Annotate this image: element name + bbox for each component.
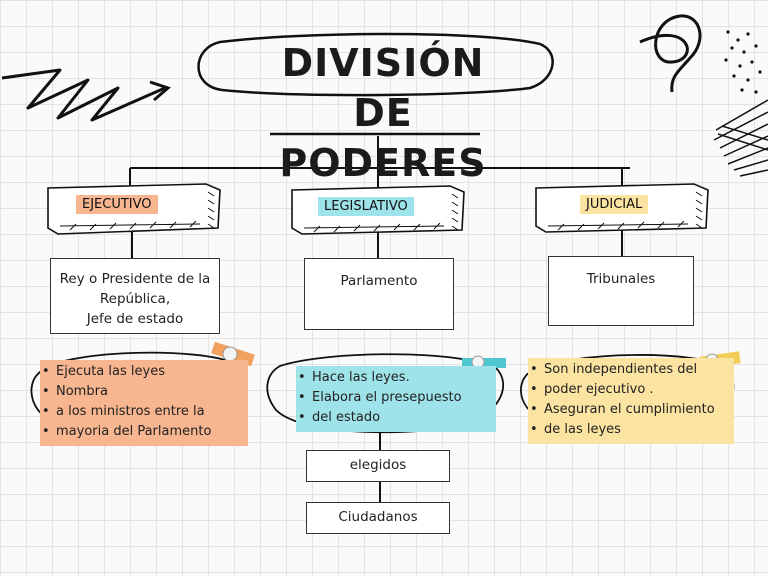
body-line: República, <box>99 291 171 307</box>
loop-doodle <box>639 14 702 93</box>
chain-box-elegidos: elegidos <box>306 450 450 482</box>
note-item: Ejecuta las leyes <box>42 362 246 382</box>
notes-judicial: Son independientes del poder ejecutivo .… <box>528 358 734 444</box>
note-item: mayoria del Parlamento <box>42 422 246 442</box>
body-box-ejecutivo: Rey o Presidente de la República, Jefe d… <box>50 258 220 334</box>
branch-label-judicial: JUDICIAL <box>580 195 649 214</box>
note-item: Son independientes del <box>530 360 732 380</box>
note-item: a los ministros entre la <box>42 402 246 422</box>
notes-legislativo: Hace las leyes. Elabora el presepuesto d… <box>296 366 496 432</box>
body-box-legislativo: Parlamento <box>304 258 454 330</box>
note-item: de las leyes <box>530 420 732 440</box>
note-item: Nombra <box>42 382 246 402</box>
title-oval <box>197 32 554 97</box>
note-item: poder ejecutivo . <box>530 380 732 400</box>
notes-ejecutivo: Ejecuta las leyes Nombra a los ministros… <box>40 360 248 446</box>
branch-label-ejecutivo: EJECUTIVO <box>76 195 158 214</box>
scribble-doodle <box>713 99 768 177</box>
dots-doodle <box>724 30 762 94</box>
title-line-2: PODERES <box>279 141 487 185</box>
body-box-judicial: Tribunales <box>548 256 694 326</box>
title-line-1: DIVISIÓN DE <box>281 41 485 135</box>
body-line: Tribunales <box>586 271 656 287</box>
note-item: del estado <box>298 408 494 428</box>
body-line: Parlamento <box>340 273 418 289</box>
chain-box-ciudadanos: Ciudadanos <box>306 502 450 534</box>
branch-label-legislativo: LEGISLATIVO <box>318 197 414 216</box>
zigzag-arrow-doodle <box>1 68 166 122</box>
body-line: Rey o Presidente de la <box>59 271 211 287</box>
note-item: Elabora el presepuesto <box>298 388 494 408</box>
note-item: Aseguran el cumplimiento <box>530 400 732 420</box>
page-title: DIVISIÓN DE PODERES <box>248 38 518 188</box>
note-item: Hace las leyes. <box>298 368 494 388</box>
body-line: Jefe de estado <box>86 311 184 327</box>
label-box-hatching <box>59 191 703 233</box>
zigzag-arrow-head <box>149 80 171 102</box>
